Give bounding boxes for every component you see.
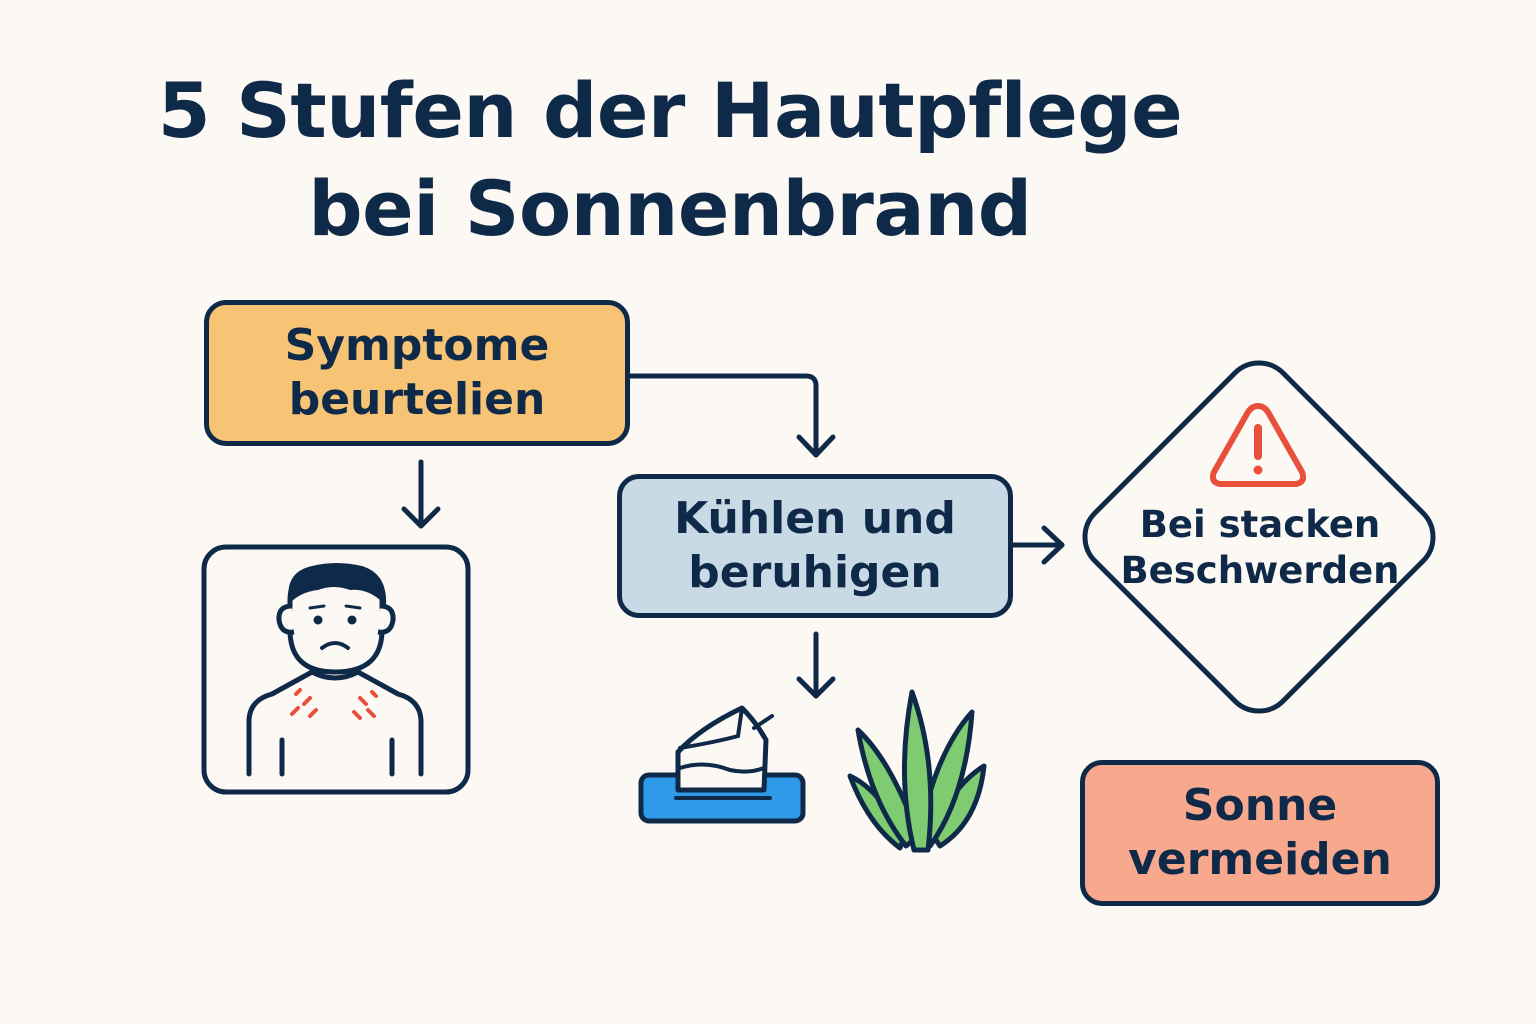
step-cool-line-1: Kühlen und [674,493,956,544]
sunburned-person-icon [201,544,471,795]
step-avoid-sun-line-1: Sonne [1182,780,1338,831]
step-symptoms-line-2: beurtelien [288,374,546,425]
step-cool-box: Kühlen und beruhigen [617,474,1013,618]
arrowhead-to-person [401,506,441,529]
arrowhead-to-severe [1041,525,1065,565]
step-severe-line-2: Beschwerden [1120,549,1400,592]
title-line-1: 5 Stufen der Hautpflege [157,66,1183,155]
step-symptoms-box: Symptome beurtelien [204,300,630,446]
step-severe-line-1: Bei stacken [1139,503,1381,546]
step-severe-label: Bei stacken Beschwerden [1100,502,1420,594]
step-symptoms-line-1: Symptome [284,320,550,371]
step-cool-line-2: beruhigen [688,547,942,598]
step-avoid-sun-line-2: vermeiden [1128,834,1392,885]
arrowhead-to-remedies [796,676,836,699]
aloe-vera-icon [847,689,987,853]
step-avoid-sun-box: Sonne vermeiden [1080,760,1440,906]
cold-compress-icon [638,705,806,824]
severe-symptoms-diamond [1082,360,1436,714]
warning-triangle-icon [1209,403,1307,487]
connector-symptoms-to-cool [627,373,819,458]
arrowhead-to-cool [796,434,836,458]
page-title: 5 Stufen der Hautpflege bei Sonnenbrand [0,62,1340,258]
title-line-2: bei Sonnenbrand [308,164,1032,253]
